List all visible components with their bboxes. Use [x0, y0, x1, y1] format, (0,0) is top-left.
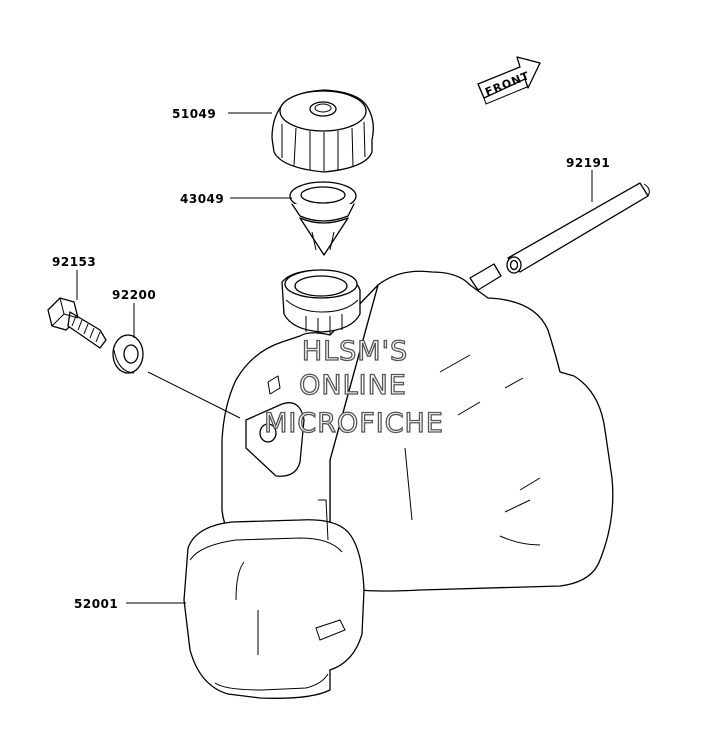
label-52001: 52001: [74, 597, 118, 611]
watermark-line-3: MICROFICHE: [264, 408, 444, 439]
watermark: HLSM'S ONLINE MICROFICHE: [263, 335, 444, 439]
bolt-92153: [47, 297, 107, 349]
label-92200: 92200: [112, 288, 156, 302]
leader-lines: [76, 112, 593, 604]
fuel-cap-51049: [271, 89, 374, 173]
front-arrow-icon: FRONT: [477, 56, 541, 105]
label-92153: 92153: [52, 255, 96, 269]
label-92191: 92191: [566, 156, 610, 170]
fuel-tank-52001: [183, 269, 614, 699]
hose-92191: [469, 182, 650, 291]
label-43049: 43049: [180, 192, 224, 206]
watermark-line-1: HLSM'S: [302, 336, 408, 367]
label-51049: 51049: [172, 107, 216, 121]
washer-92200: [112, 334, 144, 374]
watermark-line-2: ONLINE: [299, 370, 407, 401]
strainer-43049: [289, 181, 357, 256]
alignment-line: [147, 371, 241, 419]
